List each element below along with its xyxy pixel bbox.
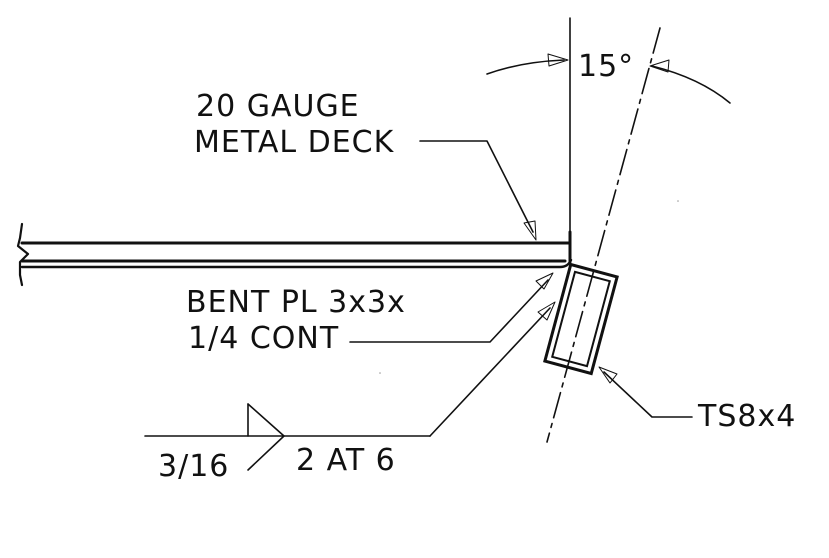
label-angle: 15°	[578, 49, 635, 84]
speck	[379, 372, 381, 374]
label-tube-size: TS8x4	[698, 399, 797, 434]
angle-arrow-left	[547, 53, 569, 67]
leader-metal-deck-arrow	[523, 220, 537, 241]
speck	[677, 200, 679, 202]
angle-arrow-right	[649, 59, 670, 73]
angle-arc-right	[651, 65, 731, 104]
tube-steel-section	[543, 262, 619, 376]
leader-bent-plate-arrow	[535, 272, 554, 290]
label-deck-type: METAL DECK	[194, 125, 395, 160]
angle-arc-left	[486, 59, 565, 75]
break-line	[16, 222, 30, 287]
leader-bent-plate	[349, 279, 549, 343]
leader-tube-arrow	[598, 366, 618, 384]
label-plate-size: BENT PL 3x3x	[186, 285, 406, 320]
leader-tube	[603, 371, 693, 418]
fillet-weld-symbol	[247, 403, 285, 471]
tube-inner-wall	[551, 270, 611, 368]
inclined-center-line	[546, 27, 661, 443]
tube-outer-wall	[543, 262, 619, 376]
leader-metal-deck	[419, 140, 534, 233]
label-plate-thickness: 1/4 CONT	[188, 321, 340, 356]
label-weld-spacing: 2 AT 6	[296, 443, 396, 478]
label-weld-size: 3/16	[158, 449, 230, 484]
weld-arrow-head	[537, 301, 556, 321]
label-deck-gauge: 20 GAUGE	[196, 89, 360, 124]
weld-arrow-line	[429, 307, 551, 437]
